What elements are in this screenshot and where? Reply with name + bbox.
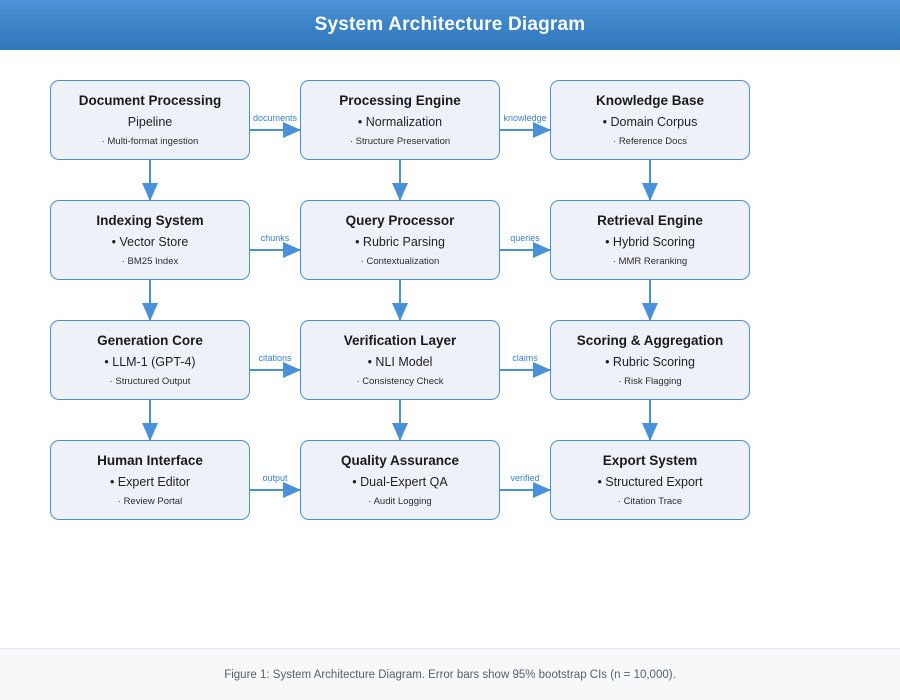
node-subtitle: • Vector Store xyxy=(111,235,189,249)
node-subtitle: • Rubric Scoring xyxy=(605,355,695,369)
figure-footer: Figure 1: System Architecture Diagram. E… xyxy=(0,648,900,700)
node-detail: · Contextualization xyxy=(360,255,440,267)
node-verification-layer[interactable]: Verification Layer • NLI Model · Consisten… xyxy=(300,320,500,400)
node-subtitle: • LLM-1 (GPT-4) xyxy=(104,355,196,369)
node-detail: · Risk Flagging xyxy=(618,375,682,387)
node-subtitle: • Rubric Parsing xyxy=(355,235,445,249)
node-subtitle: • Dual-Expert QA xyxy=(352,475,448,489)
node-title: Human Interface xyxy=(97,452,203,468)
node-title: Retrieval Engine xyxy=(597,212,703,228)
node-detail: · Multi-format ingestion xyxy=(101,135,199,147)
node-processing-engine[interactable]: Processing Engine • Normalization · Struct… xyxy=(300,80,500,160)
edge-layer xyxy=(142,122,658,498)
node-title: Indexing System xyxy=(96,212,204,228)
node-title: Knowledge Base xyxy=(595,92,705,108)
node-subtitle: • Domain Corpus xyxy=(602,115,698,129)
edges-group xyxy=(142,122,658,498)
node-detail: · Review Portal xyxy=(117,495,183,507)
node-subtitle: Pipeline xyxy=(127,115,173,129)
node-title: Quality Assurance xyxy=(340,452,460,468)
node-subtitle: • Structured Export xyxy=(597,475,703,489)
node-detail: · Reference Docs xyxy=(613,135,687,147)
figure-caption: Figure 1: System Architecture Diagram. E… xyxy=(224,668,676,681)
node-export-system[interactable]: Export System • Structured Export · Citati… xyxy=(550,440,750,520)
edge-label-claims: claims xyxy=(512,353,538,363)
node-detail: · BM25 Index xyxy=(121,255,179,267)
node-subtitle: • NLI Model xyxy=(367,355,433,369)
edge-label-knowledge: knowledge xyxy=(503,113,547,123)
edge-label-chunks: chunks xyxy=(260,233,290,243)
edge-label-documents: documents xyxy=(252,113,298,123)
node-human-interface[interactable]: Human Interface • Expert Editor · Review P… xyxy=(50,440,250,520)
edge-label-queries: queries xyxy=(510,233,540,243)
node-title: Verification Layer xyxy=(343,332,457,348)
node-detail: · Structured Output xyxy=(109,375,191,387)
node-retrieval-engine[interactable]: Retrieval Engine • Hybrid Scoring · MMR Re… xyxy=(550,200,750,280)
node-title: Generation Core xyxy=(97,332,203,348)
edge-label-citations: citations xyxy=(258,353,292,363)
page-title: System Architecture Diagram xyxy=(314,14,586,35)
node-subtitle: • Expert Editor xyxy=(109,475,191,489)
page-header: System Architecture Diagram xyxy=(0,0,900,50)
node-detail: · Structure Preservation xyxy=(349,135,451,147)
node-indexing-system[interactable]: Indexing System • Vector Store · BM25 Inde… xyxy=(50,200,250,280)
node-detail: · Audit Logging xyxy=(368,495,432,507)
node-query-processor[interactable]: Query Processor • Rubric Parsing · Context… xyxy=(300,200,500,280)
node-title: Export System xyxy=(602,452,698,468)
node-generation-core[interactable]: Generation Core • LLM-1 (GPT-4) · Structur… xyxy=(50,320,250,400)
node-scoring-aggregation[interactable]: Scoring & Aggregation • Rubric Scoring · R… xyxy=(550,320,750,400)
node-knowledge-base[interactable]: Knowledge Base • Domain Corpus · Reference… xyxy=(550,80,750,160)
node-subtitle: • Hybrid Scoring xyxy=(605,235,695,249)
edge-label-verified: verified xyxy=(510,473,540,483)
node-title: Processing Engine xyxy=(339,92,461,108)
node-title: Document Processing xyxy=(78,92,222,108)
node-detail: · Consistency Check xyxy=(356,375,444,387)
node-title: Query Processor xyxy=(345,212,455,228)
edge-label-output: output xyxy=(262,473,288,483)
node-title: Scoring & Aggregation xyxy=(576,332,724,348)
node-quality-assurance[interactable]: Quality Assurance • Dual-Expert QA · Audit… xyxy=(300,440,500,520)
node-subtitle: • Normalization xyxy=(357,115,443,129)
node-detail: · MMR Reranking xyxy=(612,255,688,267)
node-detail: · Citation Trace xyxy=(617,495,683,507)
